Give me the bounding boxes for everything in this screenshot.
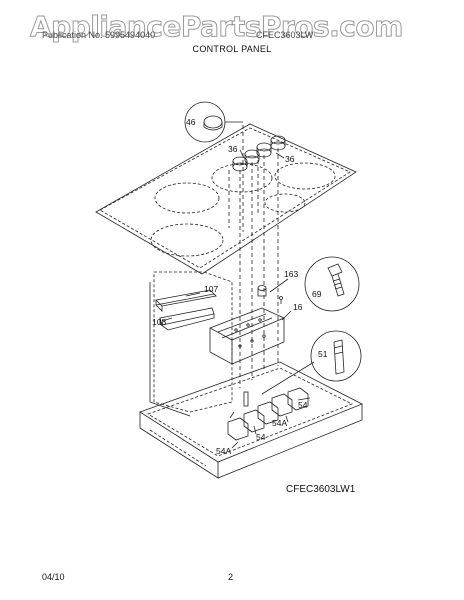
assembly-guide-lines <box>228 125 279 388</box>
callout-54-center: 54 <box>256 432 266 442</box>
cooktop-base-pan <box>139 361 363 479</box>
screw-detail-callout <box>304 256 360 312</box>
callout-107: 107 <box>204 284 218 294</box>
trim-piece-108 <box>159 307 215 331</box>
callout-51: 51 <box>318 349 328 359</box>
callout-46: 46 <box>186 117 196 127</box>
section-title: CONTROL PANEL <box>192 44 272 54</box>
publication-number: Publication No. 5995494040 <box>42 30 156 40</box>
infinite-switches <box>227 387 309 441</box>
left-side-panel <box>149 271 233 417</box>
callout-36-right: 36 <box>285 154 295 164</box>
callout-36-left: 36 <box>228 144 238 154</box>
callout-16: 16 <box>293 302 303 312</box>
watermark-text: AppliancePartsPros.com <box>30 10 404 44</box>
model-header: CFEC3603LW <box>256 30 314 40</box>
footer-page-number: 2 <box>228 572 234 582</box>
burner-ring-left-front <box>150 223 224 257</box>
callout-leaders <box>161 149 311 449</box>
part-163 <box>257 278 289 304</box>
cooktop-top-panel <box>95 123 357 275</box>
knob-detail-callout <box>184 101 243 143</box>
control-bracket-16 <box>209 307 285 365</box>
callout-69: 69 <box>312 289 322 299</box>
callout-54-right: 54 <box>298 400 308 410</box>
burner-ring-left-rear <box>154 182 220 214</box>
callout-108: 108 <box>152 317 166 327</box>
burner-ring-right <box>274 162 336 190</box>
burner-ring-small <box>264 193 306 213</box>
callout-163: 163 <box>284 269 298 279</box>
burner-ring-center-rear <box>211 163 273 193</box>
trim-piece-107 <box>155 289 217 312</box>
footer-date: 04/10 <box>42 572 65 582</box>
callout-54A-left: 54A <box>216 446 231 456</box>
control-knobs <box>232 135 286 172</box>
part-51-detail-callout <box>261 330 362 395</box>
model-code: CFEC3603LW1 <box>286 484 356 495</box>
callout-54A-right: 54A <box>272 418 287 428</box>
